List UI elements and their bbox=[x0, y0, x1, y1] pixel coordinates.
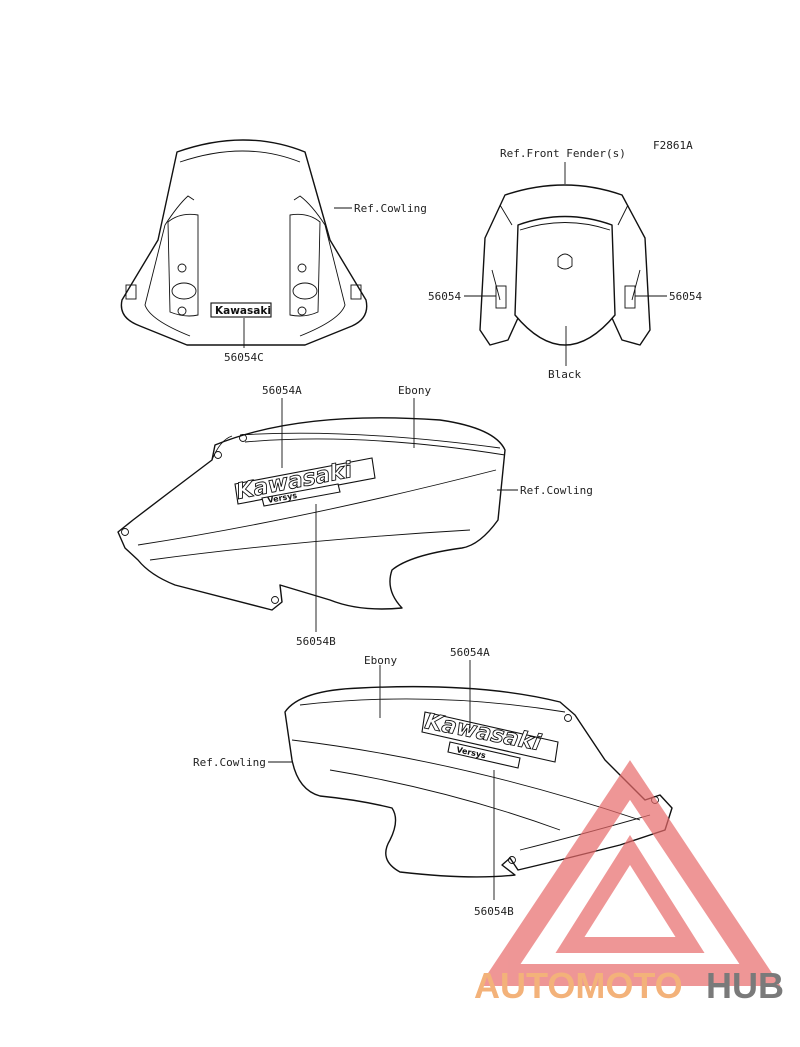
windshield-part-number: 56054C bbox=[224, 351, 264, 364]
right-cowling-color-label: Ebony bbox=[364, 654, 397, 667]
windshield-decal-text: Kawasaki bbox=[215, 305, 271, 317]
left-cowling-ref-label: Ref.Cowling bbox=[520, 484, 593, 497]
right-cowling-sub-part-number: 56054B bbox=[474, 905, 514, 918]
watermark-text: AUTOMOTO HUB bbox=[474, 965, 784, 1006]
watermark-part1: AUTOMOTO bbox=[474, 965, 683, 1006]
figure-code: F2861A bbox=[653, 139, 693, 152]
right-cowling-part bbox=[284, 685, 673, 878]
fender-color-label: Black bbox=[548, 368, 581, 381]
left-cowling-logo-part-number: 56054A bbox=[262, 384, 302, 397]
fender-left-part-number: 56054 bbox=[428, 290, 461, 303]
windshield-part bbox=[120, 139, 368, 346]
left-cowling-part bbox=[117, 417, 506, 611]
right-cowling-logo-part-number: 56054A bbox=[450, 646, 490, 659]
fender-ref-label: Ref.Front Fender(s) bbox=[500, 147, 626, 160]
watermark-part2: HUB bbox=[706, 965, 784, 1006]
windshield-decal: Kawasaki bbox=[210, 302, 272, 318]
left-cowling-sub-part-number: 56054B bbox=[296, 635, 336, 648]
windshield-ref-label: Ref.Cowling bbox=[354, 202, 427, 215]
fender-right-part-number: 56054 bbox=[669, 290, 702, 303]
right-cowling-ref-label: Ref.Cowling bbox=[193, 756, 266, 769]
watermark-logo-icon bbox=[479, 760, 781, 986]
left-cowling-color-label: Ebony bbox=[398, 384, 431, 397]
front-fender-part bbox=[479, 184, 651, 346]
